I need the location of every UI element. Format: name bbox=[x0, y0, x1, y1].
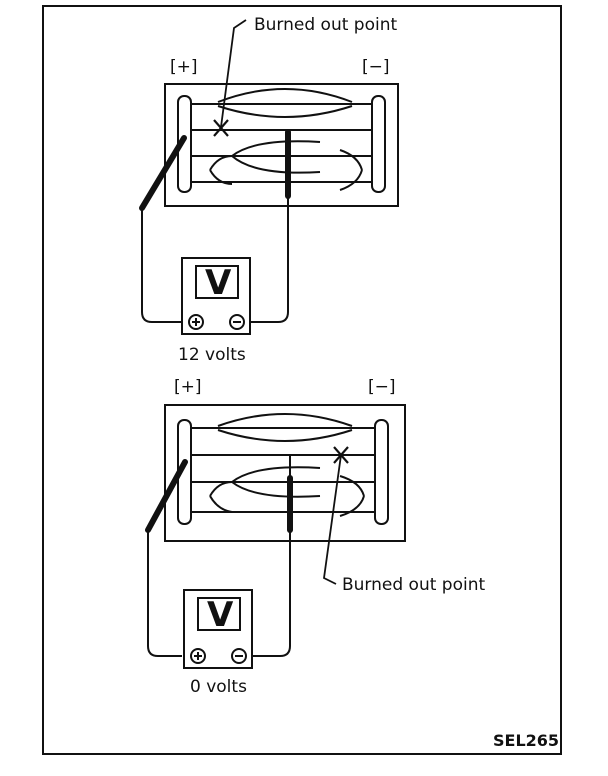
bottom-callout-leader bbox=[323, 454, 342, 585]
top-heater-grid bbox=[190, 88, 373, 191]
bottom-voltmeter-symbol: V bbox=[207, 595, 234, 635]
bottom-right-bus-bar bbox=[374, 419, 389, 525]
figure-frame bbox=[42, 5, 562, 755]
top-voltmeter-symbol: V bbox=[205, 263, 232, 303]
top-positive-lead bbox=[141, 208, 182, 323]
bottom-heater-grid bbox=[190, 413, 376, 517]
bottom-negative-lead bbox=[250, 530, 291, 657]
bottom-positive-lead bbox=[147, 530, 182, 657]
top-positive-terminal-icon bbox=[188, 314, 204, 330]
bottom-glass-panel bbox=[164, 404, 406, 542]
top-glass-panel bbox=[164, 83, 399, 207]
top-burned-out-mark bbox=[213, 119, 229, 137]
top-voltmeter-display bbox=[195, 265, 239, 299]
top-callout-leader bbox=[220, 19, 247, 128]
bottom-voltmeter-display bbox=[197, 597, 241, 631]
top-negative-terminal-icon bbox=[229, 314, 245, 330]
bottom-negative-terminal-icon bbox=[231, 648, 247, 664]
bottom-callout-label: Burned out point bbox=[342, 575, 485, 595]
top-negative-lead bbox=[250, 196, 289, 323]
bottom-voltage-reading: 0 volts bbox=[190, 677, 247, 697]
bottom-terminal-positive: [+] bbox=[174, 377, 202, 397]
bottom-positive-terminal-icon bbox=[190, 648, 206, 664]
top-right-bus-bar bbox=[371, 95, 386, 193]
top-positive-probe bbox=[139, 135, 187, 211]
bottom-positive-probe bbox=[145, 459, 188, 533]
top-callout-label: Burned out point bbox=[254, 15, 397, 35]
top-diagram: Burned out point [+] [−] V 12 volts bbox=[139, 15, 399, 365]
top-terminal-negative: [−] bbox=[362, 57, 390, 77]
figure-code: SEL265 bbox=[493, 731, 559, 750]
bottom-diagram: Burned out point [+] [−] V 0 volts bbox=[145, 377, 485, 697]
top-terminal-positive: [+] bbox=[170, 57, 198, 77]
top-voltage-reading: 12 volts bbox=[178, 345, 246, 365]
bottom-terminal-negative: [−] bbox=[368, 377, 396, 397]
